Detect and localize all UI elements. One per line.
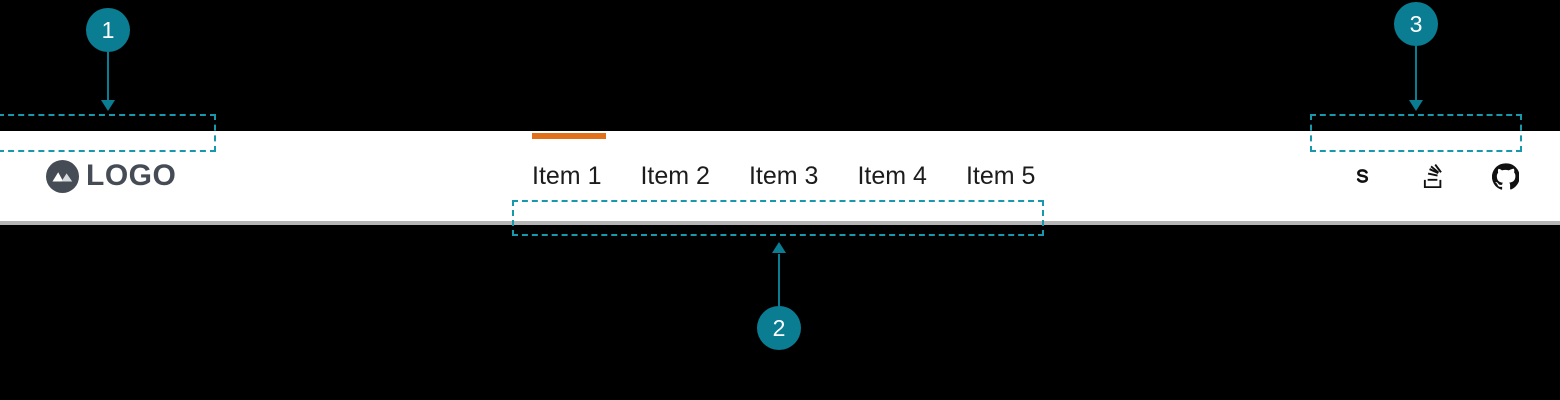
callout-line-1 xyxy=(107,52,109,102)
nav-item-5[interactable]: Item 5 xyxy=(966,131,1035,221)
social-links xyxy=(1344,131,1522,221)
github-icon[interactable] xyxy=(1488,159,1522,193)
nav-item-4[interactable]: Item 4 xyxy=(857,131,926,221)
nav-item-2-label: Item 2 xyxy=(640,161,710,190)
callout-line-2 xyxy=(778,254,780,308)
site-header: LOGO Item 1 Item 2 Item 3 Item 4 Item 5 xyxy=(0,131,1560,225)
callout-badge-2: 2 xyxy=(757,306,801,350)
nav-item-1-label: Item 1 xyxy=(532,161,602,190)
callout-badge-3: 3 xyxy=(1394,2,1438,46)
nav-item-4-label: Item 4 xyxy=(857,161,927,190)
callout-arrow-2 xyxy=(772,242,786,253)
brand-logo[interactable]: LOGO xyxy=(46,131,176,221)
nav-item-3[interactable]: Item 3 xyxy=(749,131,818,221)
callout-badge-1: 1 xyxy=(86,8,130,52)
nav-item-3-label: Item 3 xyxy=(748,161,819,190)
callout-arrow-3 xyxy=(1409,100,1423,111)
stack-overflow-icon[interactable] xyxy=(1416,159,1450,193)
callout-arrow-1 xyxy=(101,100,115,111)
brand-logo-text: LOGO xyxy=(86,159,177,192)
nav-item-2[interactable]: Item 2 xyxy=(640,131,709,221)
mountain-circle-icon xyxy=(46,159,79,193)
skype-s-icon[interactable] xyxy=(1344,159,1378,193)
main-navigation: Item 1 Item 2 Item 3 Item 4 Item 5 xyxy=(532,131,1035,221)
callout-line-3 xyxy=(1415,46,1417,102)
nav-item-5-label: Item 5 xyxy=(965,161,1036,190)
nav-item-1[interactable]: Item 1 xyxy=(532,131,607,221)
